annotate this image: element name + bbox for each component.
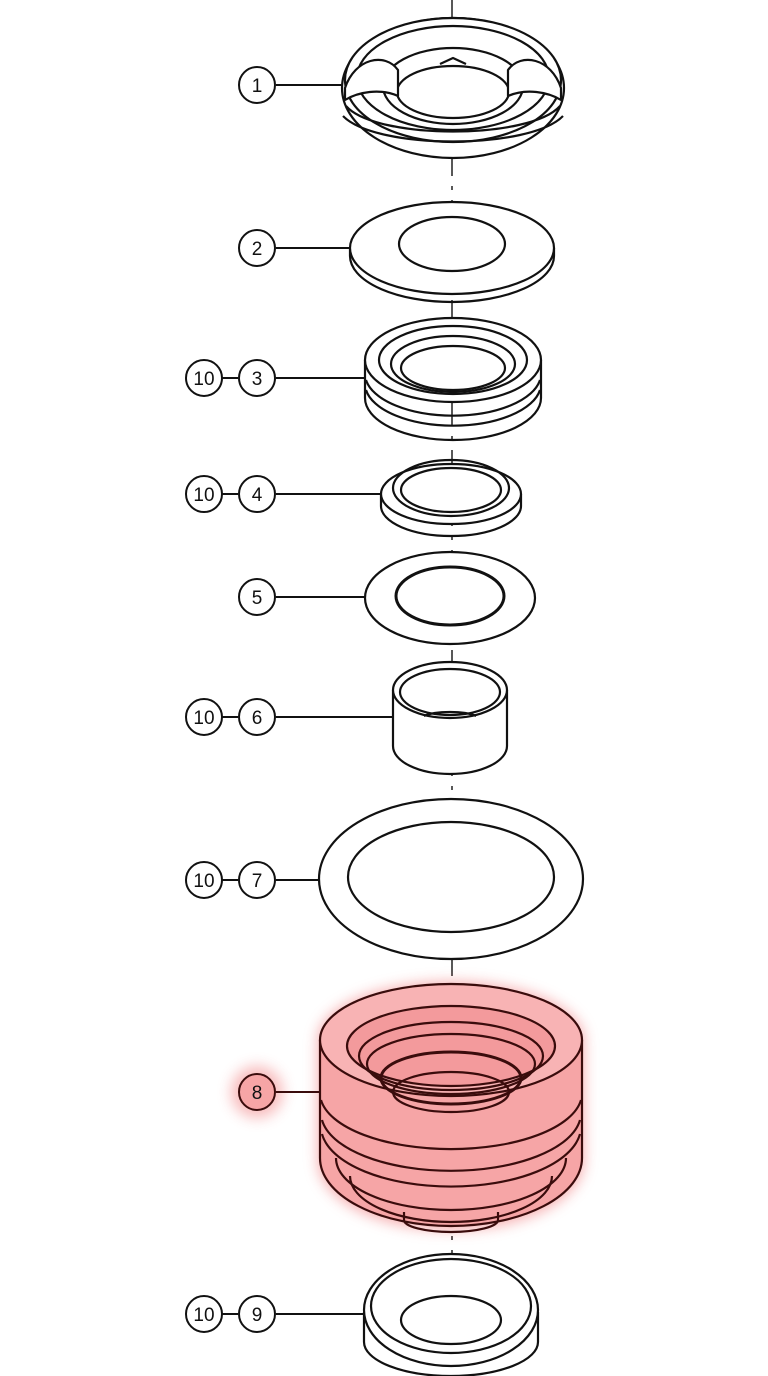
part-7-o-ring	[317, 797, 585, 961]
callout-secondary-label: 10	[193, 1305, 214, 1326]
callout-6[interactable]: 10 6	[185, 698, 393, 736]
part-9-bottom-cup	[362, 1252, 540, 1376]
callout-label: 9	[252, 1305, 263, 1326]
callout-label: 1	[252, 76, 263, 97]
callout-secondary-label: 10	[193, 708, 214, 729]
callout-3[interactable]: 10 3	[185, 359, 365, 397]
callout-9[interactable]: 10 9	[185, 1295, 364, 1333]
callout-2[interactable]: 2	[238, 229, 350, 267]
callout-label: 5	[252, 588, 263, 609]
callout-label: 7	[252, 871, 263, 892]
callout-label: 4	[252, 485, 263, 506]
part-1-top-cap	[340, 16, 566, 160]
callout-4[interactable]: 10 4	[185, 475, 381, 513]
callout-label: 6	[252, 708, 263, 729]
part-4-ring	[379, 458, 523, 538]
callout-secondary-label: 10	[193, 871, 214, 892]
part-5-flat-washer	[363, 550, 537, 646]
part-2-washer	[348, 200, 556, 304]
part-3-seal	[363, 316, 543, 442]
part-6-bushing	[391, 660, 509, 776]
callout-8-highlighted[interactable]: 8	[231, 1066, 320, 1118]
callout-label: 2	[252, 239, 263, 260]
callout-1[interactable]: 1	[238, 66, 341, 104]
callout-secondary-label: 10	[193, 485, 214, 506]
callout-7[interactable]: 10 7	[185, 861, 319, 899]
callout-label: 3	[252, 369, 263, 390]
part-8-housing-highlighted[interactable]	[318, 982, 584, 1234]
callout-label: 8	[252, 1083, 263, 1104]
callout-secondary-label: 10	[193, 369, 214, 390]
callout-5[interactable]: 5	[238, 578, 365, 616]
